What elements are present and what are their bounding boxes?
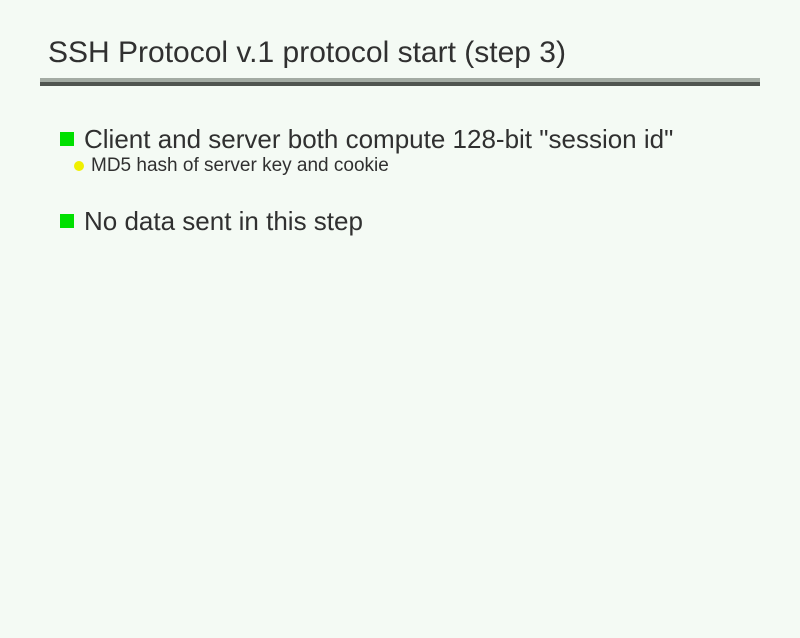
- bullet-text: No data sent in this step: [84, 206, 363, 236]
- green-square-bullet-icon: [60, 132, 74, 146]
- slide-title: SSH Protocol v.1 protocol start (step 3): [48, 36, 566, 69]
- sub-bullet-text: MD5 hash of server key and cookie: [91, 155, 389, 176]
- sub-bullet-item: MD5 hash of server key and cookie: [74, 154, 800, 178]
- bullet-text: Client and server both compute 128-bit "…: [84, 124, 674, 154]
- green-square-bullet-icon: [60, 214, 74, 228]
- yellow-dot-bullet-icon: [74, 161, 84, 171]
- presentation-slide: SSH Protocol v.1 protocol start (step 3)…: [0, 38, 800, 638]
- title-underline-rule: [40, 78, 760, 86]
- slide-body: Client and server both compute 128-bit "…: [0, 124, 800, 236]
- bullet-item: No data sent in this step: [60, 206, 800, 236]
- bullet-item: Client and server both compute 128-bit "…: [60, 124, 800, 154]
